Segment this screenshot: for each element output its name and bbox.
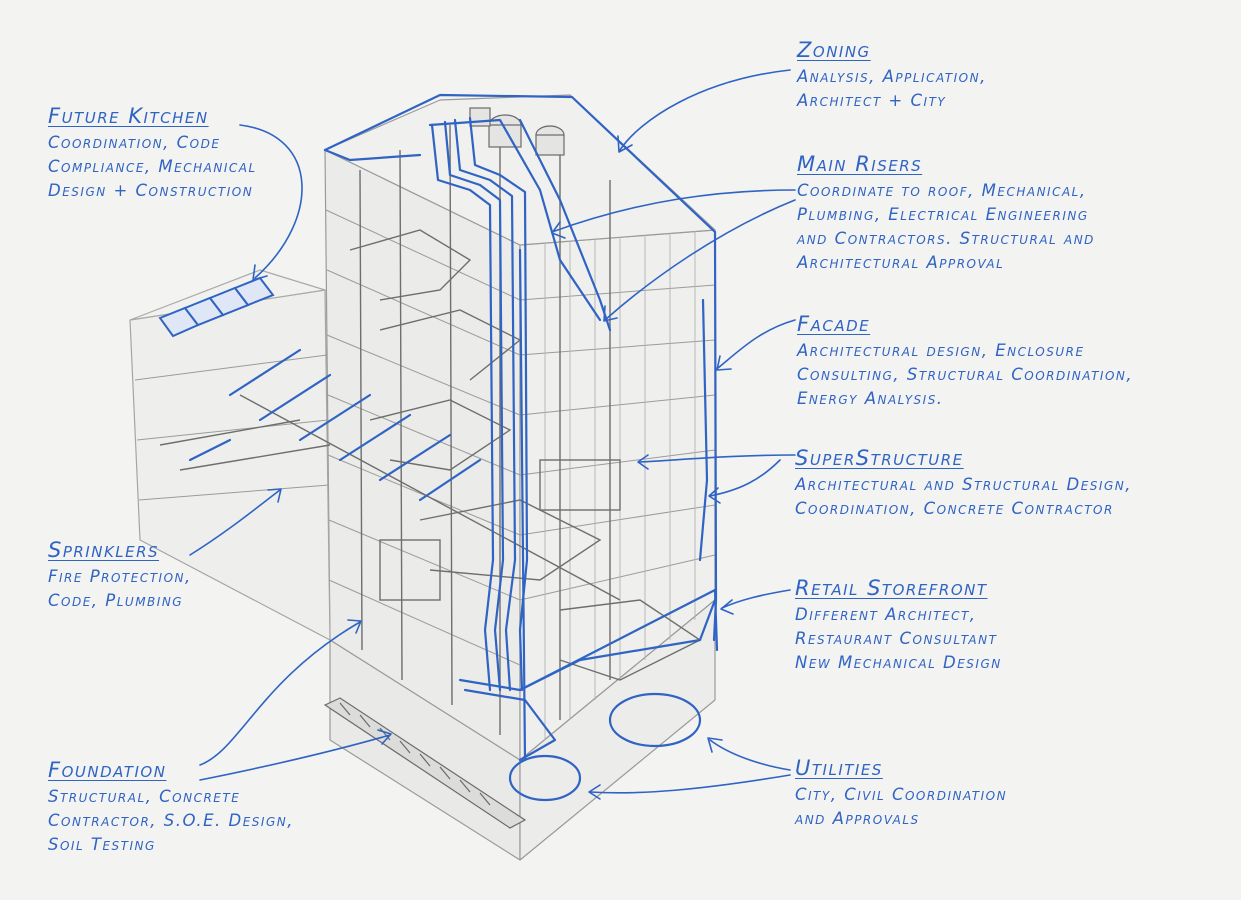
annotation-line: Coordination, Concrete Contractor [795, 499, 1114, 518]
leader-arrows [189, 69, 796, 800]
annotation-line: Code, Plumbing [48, 591, 184, 610]
annotation-line: Plumbing, Electrical Engineering [797, 205, 1089, 224]
annotation-line: City, Civil Coordination [795, 785, 1008, 804]
annotation-superstructure: SuperStructure Architectural and Structu… [795, 446, 1132, 521]
annotation-line: Structural, Concrete [48, 787, 241, 806]
annotation-title: Future Kitchen [48, 104, 209, 128]
facade-mullions [544, 231, 696, 740]
annotation-line: Architect + City [797, 91, 947, 110]
annotation-title: Foundation [48, 758, 167, 782]
annotation-title: Utilities [795, 756, 883, 780]
annotation-line: Contractor, S.O.E. Design, [48, 811, 294, 830]
annotation-line: Coordination, Code [48, 133, 221, 152]
annotation-main-risers: Main Risers Coordinate to roof, Mechanic… [797, 152, 1095, 275]
annotation-line: Architectural Approval [797, 253, 1005, 272]
annotation-line: Energy Analysis. [797, 389, 944, 408]
annotation-line: and Contractors. Structural and [797, 229, 1095, 248]
annotation-sprinklers: Sprinklers Fire Protection, Code, Plumbi… [48, 538, 192, 613]
annotation-line: Architectural and Structural Design, [795, 475, 1132, 494]
annotation-title: Retail Storefront [795, 576, 988, 600]
building-outline [129, 94, 716, 861]
annotation-line: Design + Construction [48, 181, 254, 200]
annotation-line: Restaurant Consultant [795, 629, 998, 648]
annotation-line: New Mechanical Design [795, 653, 1002, 672]
annotation-line: Compliance, Mechanical [48, 157, 257, 176]
annotation-title: Main Risers [797, 152, 923, 176]
annotation-retail-storefront: Retail Storefront Different Architect, R… [795, 576, 1002, 675]
annotation-utilities: Utilities City, Civil Coordination and A… [795, 756, 1007, 831]
annotation-title: Sprinklers [48, 538, 160, 562]
annotation-line: Architectural design, Enclosure [797, 341, 1085, 360]
floor-lines [134, 209, 716, 666]
annotation-line: and Approvals [795, 809, 920, 828]
foundation-hatch [323, 697, 527, 829]
annotation-title: Facade [797, 312, 871, 336]
annotation-zoning: Zoning Analysis, Application, Architect … [797, 38, 987, 113]
annotation-foundation: Foundation Structural, Concrete Contract… [48, 758, 294, 857]
annotation-title: Zoning [797, 38, 871, 62]
annotation-line: Coordinate to roof, Mechanical, [797, 181, 1087, 200]
annotation-facade: Facade Architectural design, Enclosure C… [797, 312, 1133, 411]
annotation-line: Consulting, Structural Coordination, [797, 365, 1134, 384]
annotation-line: Fire Protection, [48, 567, 192, 586]
annotation-line: Soil Testing [48, 835, 156, 854]
annotation-future-kitchen: Future Kitchen Coordination, Code Compli… [48, 104, 257, 203]
annotation-line: Analysis, Application, [797, 67, 987, 86]
blue-markup [188, 93, 719, 802]
rooftop-units [158, 276, 275, 338]
annotation-line: Different Architect, [795, 605, 977, 624]
annotation-title: SuperStructure [795, 446, 964, 470]
